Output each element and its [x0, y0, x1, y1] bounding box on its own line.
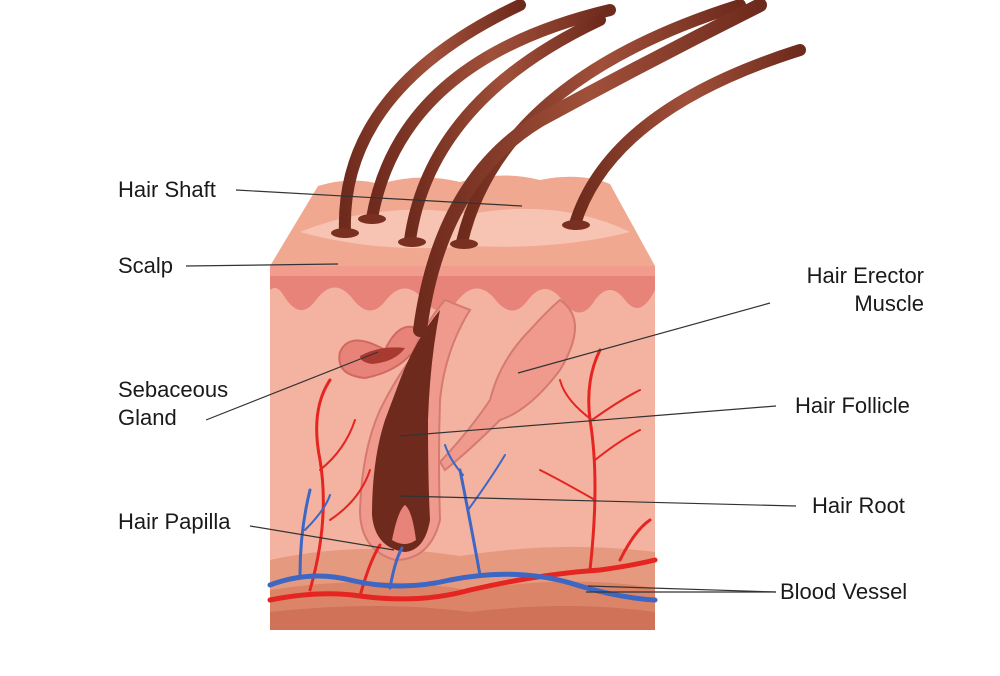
leader-blood-vessel-b — [587, 585, 777, 593]
hair-pores — [331, 214, 590, 249]
leader-sebaceous-gland — [205, 351, 379, 421]
label-hair-shaft: Hair Shaft — [118, 177, 216, 202]
label-sebaceous-gland-line2: Gland — [118, 405, 177, 430]
label-hair-erector-muscle-line2: Muscle — [854, 291, 924, 316]
erector-muscle-shape — [438, 298, 576, 472]
sebaceous-gland-core — [360, 347, 405, 364]
hair-papilla-shape — [392, 505, 416, 544]
label-sebaceous-gland-line1: Sebaceous — [118, 377, 229, 402]
epidermis-layer — [270, 266, 655, 313]
vein-network — [267, 444, 658, 603]
leader-hair-papilla — [249, 525, 395, 551]
label-sebaceous-gland: Sebaceous Gland — [118, 376, 228, 432]
leader-scalp — [185, 263, 339, 267]
leader-erector-muscle — [517, 302, 771, 374]
epidermis-top-line — [270, 266, 655, 276]
label-scalp: Scalp — [118, 253, 174, 278]
leader-hair-shaft — [235, 189, 523, 207]
label-hair-follicle: Hair Follicle — [795, 393, 910, 418]
label-hair-erector-muscle: Hair Erector Muscle — [807, 262, 924, 318]
leader-lines — [185, 189, 797, 593]
label-hair-root: Hair Root — [812, 493, 905, 518]
label-hair-erector-muscle-line1: Hair Erector — [806, 263, 924, 288]
leader-hair-root — [399, 495, 797, 507]
label-blood-vessel: Blood Vessel — [780, 579, 908, 604]
hair-root-bulb — [372, 310, 440, 552]
label-hair-papilla: Hair Papilla — [118, 509, 231, 534]
deep-layer-3 — [270, 606, 655, 630]
leader-hair-follicle — [399, 405, 777, 437]
artery-network — [267, 348, 658, 603]
